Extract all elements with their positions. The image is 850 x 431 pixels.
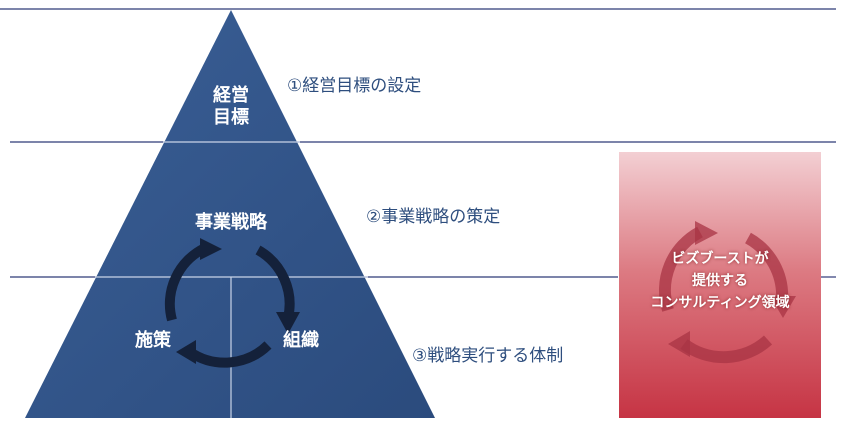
cycle-arrowhead-left (200, 238, 222, 260)
cycle-arrow-left (164, 243, 208, 322)
pyramid-top-line1: 経営 (213, 85, 249, 106)
level-1-label: ①経営目標の設定 (287, 76, 422, 96)
cycle-arrow-right (255, 245, 295, 320)
cycle-arrows (164, 243, 295, 368)
level-2-label: ②事業戦略の策定 (366, 207, 501, 227)
cycle-arrowhead-right (276, 312, 300, 334)
pyramid-bottom-left-label: 施策 (135, 330, 171, 351)
callout-line3: コンサルティング領域 (650, 295, 790, 311)
pyramid-middle-label: 事業戦略 (195, 212, 267, 233)
callout-text: ビズブーストが 提供する コンサルティング領域 (620, 248, 820, 314)
pyramid-top-label: 経営 目標 (196, 85, 266, 129)
pyramid-bottom-right-label: 組織 (283, 330, 319, 351)
pyramid-shape (25, 10, 435, 418)
callout-line1: ビズブーストが (671, 251, 769, 267)
callout-cycle-arrows (658, 226, 789, 364)
callout-arrowhead-right (770, 296, 796, 318)
callout-arrowhead-top (695, 221, 718, 245)
cycle-arrowhead-bottom (176, 340, 196, 364)
callout-line2: 提供する (692, 273, 748, 289)
cycle-arrow-bottom (187, 341, 272, 368)
pyramid-top-line2: 目標 (213, 107, 249, 128)
callout-arrowhead-bottom (668, 331, 690, 357)
level-3-label: ③戦略実行する体制 (412, 346, 564, 366)
